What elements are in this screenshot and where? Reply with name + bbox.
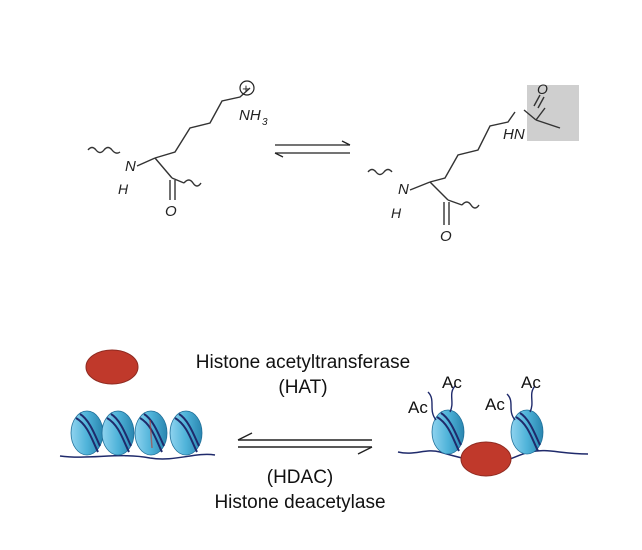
acetyl-carbonyl-o: O <box>537 81 548 97</box>
acetyl-tag: Ac <box>521 373 541 392</box>
acetyllysine-structure <box>367 94 561 225</box>
acetyl-tag: Ac <box>485 395 505 414</box>
nucleosome <box>101 410 135 456</box>
acetyl-highlight-box <box>527 85 579 141</box>
dna-strand-left <box>59 453 216 460</box>
carbonyl-o-left: O <box>165 203 177 220</box>
positive-charge: + <box>242 81 250 96</box>
positive-charge-circle <box>239 80 255 96</box>
acetyl-tag: Ac <box>442 373 462 392</box>
backbone-h-left: H <box>118 181 129 197</box>
histone-tail <box>529 385 536 413</box>
hdac-enzyme <box>460 441 512 477</box>
hdac-abbr-label: (HDAC) <box>266 467 334 488</box>
hat-enzyme <box>85 349 139 385</box>
amine-subscript: 3 <box>262 117 268 128</box>
hat-abbr-label: (HAT) <box>278 377 328 398</box>
backbone-n-left: N <box>125 158 136 175</box>
nucleosome <box>169 410 203 456</box>
backbone-h-right: H <box>391 205 402 221</box>
hat-name-label: Histone acetyltransferase <box>195 352 411 373</box>
acetyl-tag: Ac <box>408 398 428 417</box>
lysine-structure <box>87 87 251 200</box>
amide-label: HN <box>503 126 525 143</box>
wavy-bond-right <box>461 201 480 209</box>
nucleosome <box>510 409 544 455</box>
compact-chromatin <box>59 410 216 460</box>
wavy-bond-left <box>87 146 121 154</box>
wavy-bond-right <box>183 179 202 187</box>
wavy-bond-left <box>367 168 393 176</box>
nucleosome <box>431 409 465 455</box>
open-chromatin <box>397 385 589 477</box>
histone-tail <box>427 391 437 421</box>
backbone-n-right: N <box>398 181 409 198</box>
equilibrium-arrows-chromatin <box>237 432 373 455</box>
nucleosome <box>70 410 104 456</box>
nucleosome <box>134 410 168 456</box>
equilibrium-arrows-chem <box>274 140 351 158</box>
hdac-name-label: Histone deacetylase <box>214 492 386 513</box>
carbonyl-o-right: O <box>440 228 452 245</box>
histone-tail <box>449 385 456 413</box>
amine-label: NH <box>239 107 261 124</box>
histone-tail <box>506 393 516 421</box>
